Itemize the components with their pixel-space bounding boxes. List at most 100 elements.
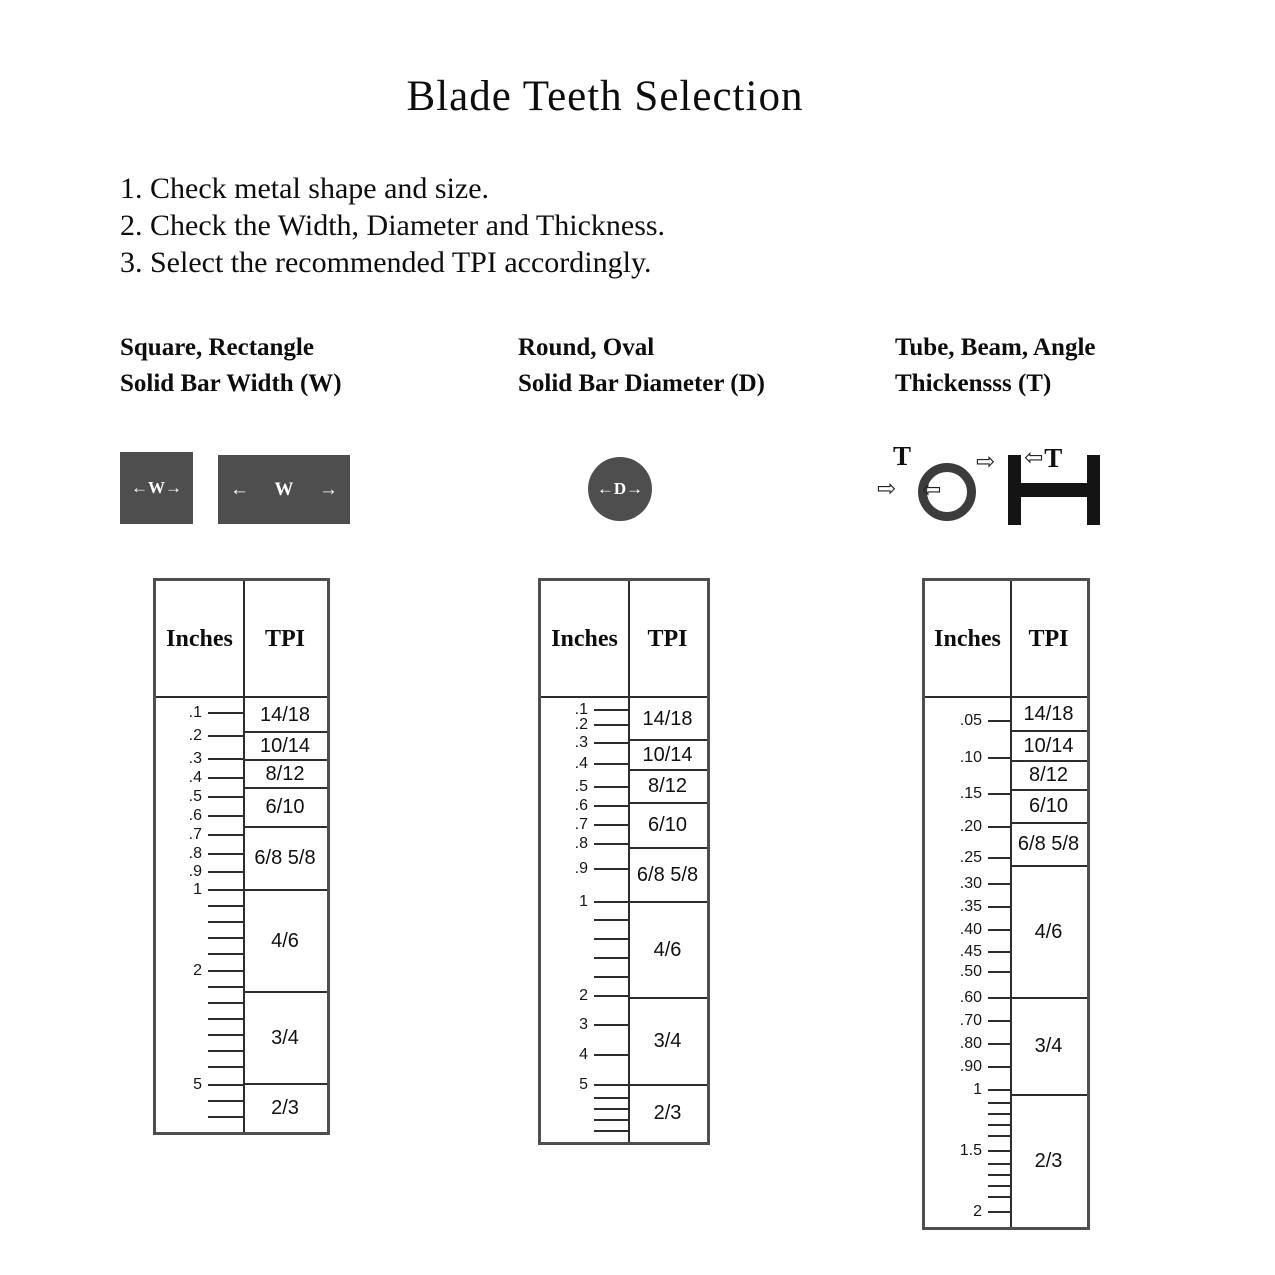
ruler-tick-label: 1 — [973, 1081, 982, 1098]
ruler-tick — [988, 1174, 1010, 1176]
rect-width-label: W — [274, 478, 294, 500]
ruler-tick — [594, 843, 628, 845]
ruler-tick-label: 5 — [579, 1076, 588, 1093]
tpi-value: 6/8 5/8 — [1017, 833, 1080, 855]
tpi-separator — [243, 731, 327, 733]
ruler-tick-label: 2 — [193, 962, 202, 979]
ruler-tick — [208, 871, 243, 873]
ruler-tick — [208, 986, 243, 988]
tpi-separator — [628, 1084, 707, 1086]
ruler-tick — [594, 709, 628, 711]
outline-left-arrow-icon: ⇦ — [1024, 445, 1044, 471]
ruler-tick — [594, 995, 628, 997]
table-header-inches: Inches — [166, 626, 233, 652]
tpi-separator — [243, 991, 327, 993]
ruler-tick-label: 1.5 — [959, 1142, 982, 1159]
tpi-separator — [628, 739, 707, 741]
tpi-value: 8/12 — [648, 775, 687, 797]
ruler-tick-label: .70 — [959, 1012, 982, 1029]
ruler-tick-label: .8 — [574, 835, 588, 852]
tpi-value: 6/10 — [1029, 795, 1068, 817]
ruler-tick-label: .8 — [188, 845, 202, 862]
ruler-tick — [988, 757, 1010, 759]
ruler-tick-label: .6 — [188, 807, 202, 824]
section-heading-diameter-line1: Round, Oval — [518, 334, 655, 361]
tube-ring-icon — [918, 463, 976, 521]
table-header-inches: Inches — [934, 626, 1001, 652]
beam-thickness-t-label: T — [1044, 443, 1063, 473]
ruler-tick — [208, 735, 243, 737]
diameter-label: ←D→ — [596, 479, 644, 498]
section-heading-thickness-line1: Tube, Beam, Angle — [895, 334, 1096, 361]
tpi-value: 3/4 — [653, 1030, 682, 1052]
tpi-value: 4/6 — [653, 938, 682, 961]
ruler-tick — [988, 1113, 1010, 1115]
ruler-tick — [208, 777, 243, 779]
section-heading-diameter-line2: Solid Bar Diameter (D) — [518, 370, 765, 397]
ruler-tick — [594, 1024, 628, 1026]
ruler-tick-label: .3 — [574, 734, 588, 751]
tpi-separator — [1010, 997, 1087, 999]
ruler-tick-label: .25 — [959, 849, 982, 866]
table-header-inches: Inches — [551, 626, 618, 652]
tpi-value: 4/6 — [271, 929, 299, 952]
ruler-tick-label: 2 — [973, 1203, 982, 1220]
ruler-tick — [594, 901, 628, 903]
ruler-tick-label: .05 — [959, 712, 982, 729]
ruler-tick — [988, 793, 1010, 795]
page-title: Blade Teeth Selection — [406, 73, 804, 120]
ruler-tick — [208, 1116, 243, 1118]
round-bar-icon: ←D→ — [588, 457, 652, 521]
ruler-tick-label: .9 — [188, 863, 202, 880]
ruler-tick-label: .4 — [188, 769, 202, 786]
ruler-tick — [988, 997, 1010, 999]
ruler-tick — [988, 1211, 1010, 1213]
tpi-value: 6/10 — [265, 796, 305, 818]
instruction-line-2: 2. Check the Width, Diameter and Thickne… — [120, 209, 666, 242]
ruler-tick — [988, 1124, 1010, 1126]
tpi-separator — [243, 759, 327, 761]
section-heading-thickness-line2: Thickensss (T) — [895, 370, 1052, 397]
outline-right-arrow-icon: ⇨ — [976, 449, 996, 475]
section-heading-diameter: Round, Oval Solid Bar Diameter (D) — [518, 330, 765, 402]
ruler-tick-label: .35 — [959, 898, 982, 915]
table-header-underline — [541, 696, 707, 698]
ruler-tick-label: .90 — [959, 1058, 982, 1075]
ruler-tick-label: .7 — [574, 816, 588, 833]
ruler-tick — [988, 826, 1010, 828]
ruler-tick — [594, 786, 628, 788]
tpi-value: 4/6 — [1034, 920, 1063, 943]
table-divider — [628, 581, 630, 1142]
tpi-separator — [1010, 1094, 1087, 1096]
ruler-tick — [594, 1084, 628, 1086]
ruler-tick-label: .4 — [574, 755, 588, 772]
ruler-tick — [208, 889, 243, 891]
ruler-tick-label: 1 — [579, 893, 588, 910]
ruler-tick — [988, 1066, 1010, 1068]
ruler-tick-label: 3 — [579, 1016, 588, 1033]
ruler-tick — [988, 929, 1010, 931]
table-divider — [1010, 581, 1012, 1227]
ruler-tick-label: .1 — [574, 701, 588, 718]
tpi-separator — [243, 787, 327, 789]
tpi-separator — [1010, 730, 1087, 732]
ruler-tick — [594, 1054, 628, 1056]
beam-thickness-label: ⇦T — [1024, 443, 1063, 473]
tpi-separator — [243, 889, 327, 891]
tpi-value: 2/3 — [271, 1096, 299, 1119]
ruler-tick-label: .7 — [188, 826, 202, 843]
ruler-tick — [208, 1084, 243, 1086]
ruler-tick — [208, 1066, 243, 1068]
ruler-tick — [208, 1034, 243, 1036]
left-arrow-icon: ← — [230, 478, 249, 500]
ruler-tick — [988, 857, 1010, 859]
tpi-value: 14/18 — [259, 703, 311, 726]
ruler-tick — [594, 824, 628, 826]
ruler-tick — [988, 1089, 1010, 1091]
ruler-tick-label: 4 — [579, 1046, 588, 1063]
tpi-value: 3/4 — [1034, 1035, 1063, 1057]
ruler-tick — [988, 1135, 1010, 1137]
tpi-value: 10/14 — [642, 743, 693, 766]
ruler-tick — [594, 1119, 628, 1121]
